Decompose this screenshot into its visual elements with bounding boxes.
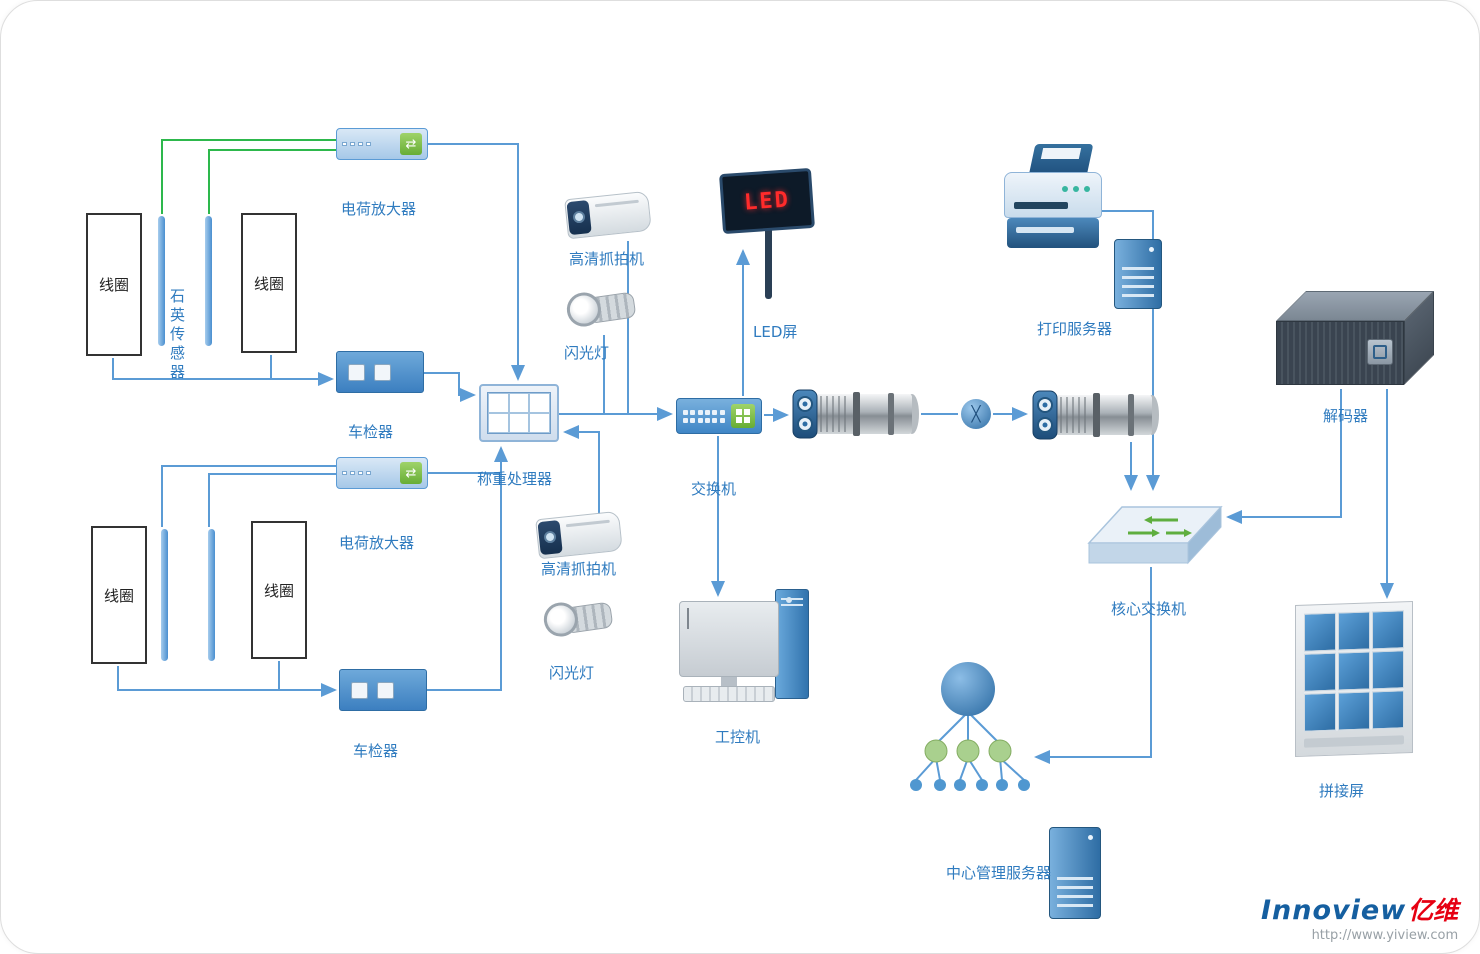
coil-label: 线圈: [253, 274, 284, 293]
pc-screen: [687, 608, 689, 629]
vehicle-detector-device-top: [336, 351, 424, 393]
video-wall-label: 拼接屏: [1319, 782, 1365, 800]
central-server-tower: [1049, 827, 1101, 919]
coil-label: 线圈: [98, 276, 129, 294]
coil-box-top-left: 线圈: [86, 213, 142, 356]
transfer-arrows-icon: [400, 462, 422, 484]
quartz-sensor-bar: [158, 216, 165, 346]
video-wall-device: [1295, 600, 1413, 758]
quartz-sensor-bar: [205, 216, 212, 346]
hd-camera-label-top: 高清抓拍机: [569, 250, 645, 268]
coil-box-bottom-right: 线圈: [251, 521, 307, 659]
video-wall-base: [1304, 735, 1404, 748]
brand-logo-yiwei: 亿维: [1408, 896, 1459, 925]
coil-label: 线圈: [263, 581, 294, 600]
brand-url: http://www.yiview.com: [1311, 928, 1459, 943]
pc-keyboard: [683, 686, 775, 702]
print-server-label: 打印服务器: [1037, 320, 1113, 338]
vehicle-detector-label-bottom: 车检器: [353, 742, 399, 760]
decoder-front-face: [1276, 321, 1404, 385]
user-tree-graphic: [910, 662, 1030, 791]
decoder-label: 解码器: [1323, 407, 1369, 425]
ports-icon: [683, 409, 725, 423]
vehicle-detector-label-top: 车检器: [348, 423, 394, 441]
vehicle-detector-device-bottom: [339, 669, 427, 711]
led-screen-device: LED: [719, 167, 821, 311]
pc-monitor: [679, 601, 779, 677]
pc-monitor-stand: [721, 677, 737, 686]
green-sensor-connectors: [161, 139, 339, 214]
routing-arrows-icon: [1128, 516, 1192, 537]
charge-amplifier-label-top: 电荷放大器: [341, 200, 417, 218]
coil-box-top-right: 线圈: [241, 213, 297, 353]
charge-amplifier-device-bottom: [336, 457, 428, 489]
detector-window-icon: [351, 681, 368, 699]
grid-button-icon: [731, 404, 755, 428]
printer-body: [1004, 172, 1102, 218]
printer-output-slot: [1014, 202, 1068, 209]
detector-window-icon: [348, 363, 365, 381]
pc-tower: [775, 589, 809, 699]
coil-box-bottom-left: 线圈: [91, 526, 147, 664]
hd-camera-label-bottom: 高清抓拍机: [541, 560, 617, 578]
quartz-sensor-bar: [208, 529, 215, 661]
led-screen-label: LED屏: [753, 323, 798, 341]
fiber-transceiver-left: [792, 389, 919, 439]
quartz-sensor-label: 石英传感器: [168, 288, 186, 383]
weighing-processor-device: [479, 384, 559, 442]
detector-window-icon: [377, 681, 394, 699]
fiber-transceiver-right: [1032, 390, 1159, 440]
indicator-dots-icon: [342, 471, 397, 475]
decoder-device: [1276, 287, 1438, 387]
flash-light-label-top: 闪光灯: [564, 344, 610, 362]
printer-drawer: [1007, 218, 1099, 248]
led-display-text: LED: [743, 186, 791, 216]
charge-amplifier-label-bottom: 电荷放大器: [339, 534, 415, 552]
switch-label: 交换机: [691, 480, 737, 498]
coil-label: 线圈: [103, 586, 134, 605]
quartz-sensor-bar: [161, 529, 168, 661]
weighing-processor-label: 称重处理器: [477, 470, 553, 488]
transfer-arrows-icon: [400, 133, 422, 155]
print-server-tower: [1114, 239, 1162, 309]
led-pole: [765, 227, 772, 299]
charge-amplifier-device-top: [336, 128, 428, 160]
blue-connectors: [112, 143, 1394, 764]
brand-logo: Innoview亿维 http://www.yiview.com: [1261, 891, 1458, 943]
printer-status-dots-icon: [1062, 186, 1090, 192]
fiber-splice-node-icon: [961, 399, 991, 429]
industrial-pc-device: [679, 589, 811, 719]
led-panel: LED: [719, 167, 815, 235]
indicator-dots-icon: [342, 142, 397, 146]
core-switch-label: 核心交换机: [1111, 600, 1187, 618]
switch-device: [676, 398, 762, 434]
flash-light-label-bottom: 闪光灯: [549, 664, 595, 682]
central-mgmt-server-label: 中心管理服务器: [946, 864, 1052, 882]
decoder-port-icon: [1367, 339, 1393, 365]
detector-window-icon: [374, 363, 391, 381]
video-wall-screens: [1304, 610, 1404, 732]
brand-logo-innoview: Innoview: [1261, 895, 1407, 926]
grid-panel-icon: [487, 392, 551, 434]
industrial-pc-label: 工控机: [715, 728, 761, 746]
printer-paper-sheet: [1040, 148, 1082, 159]
core-switch-device: [1087, 505, 1223, 565]
printer-device: [1004, 144, 1104, 254]
